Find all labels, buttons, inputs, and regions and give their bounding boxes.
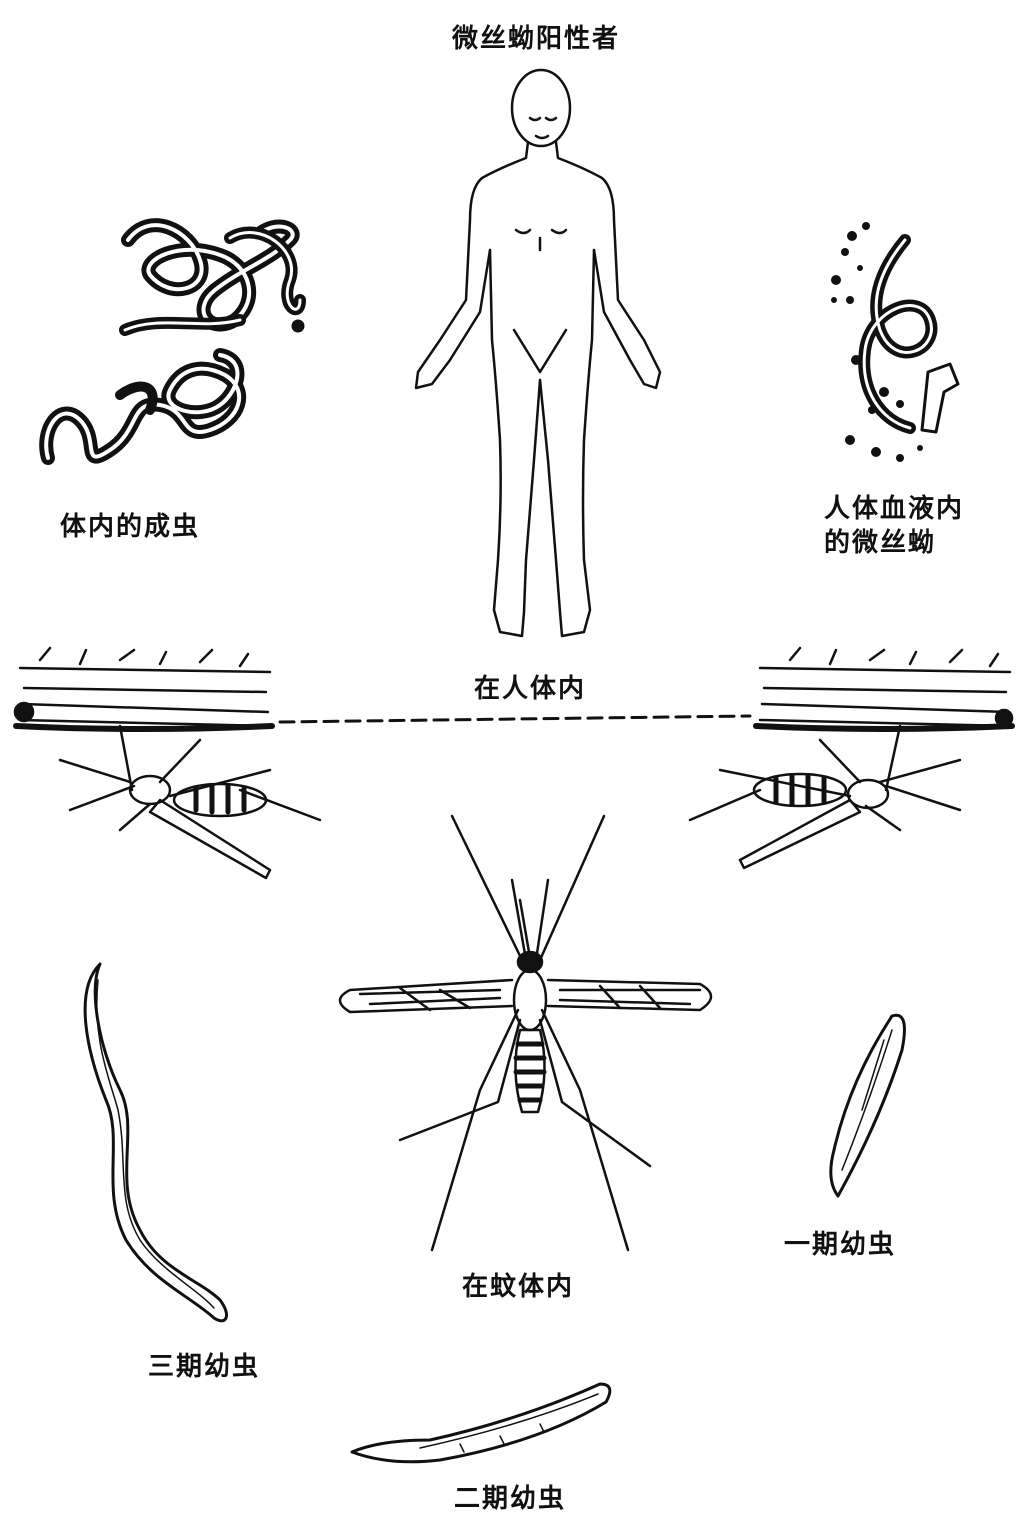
label-microfilariae-blood: 人体血液内 的微丝蚴 (824, 492, 964, 560)
label-adult-worms: 体内的成虫 (60, 510, 200, 544)
label-stage1: 一期幼虫 (784, 1228, 896, 1262)
label-stage2: 二期幼虫 (454, 1482, 566, 1516)
adult-worms-illustration (46, 225, 304, 458)
label-stage3: 三期幼虫 (148, 1350, 260, 1384)
larva-stage1-illustration (831, 1015, 905, 1196)
mosquito-illustration (340, 816, 711, 1250)
microfilaria-blood-illustration (831, 222, 958, 462)
label-patient: 微丝蚴阳性者 (452, 22, 620, 56)
skin-right (756, 648, 1012, 729)
human-figure (416, 70, 660, 636)
mosquito-feeding-left (60, 726, 320, 878)
larva-stage3-illustration (85, 964, 226, 1321)
skin-left (15, 648, 272, 729)
transfer-dashed-line (280, 716, 750, 722)
mosquito-feeding-right (690, 726, 960, 868)
larva-stage2-illustration (352, 1384, 610, 1462)
label-in-human: 在人体内 (474, 672, 586, 706)
label-in-mosquito: 在蚊体内 (462, 1270, 574, 1304)
